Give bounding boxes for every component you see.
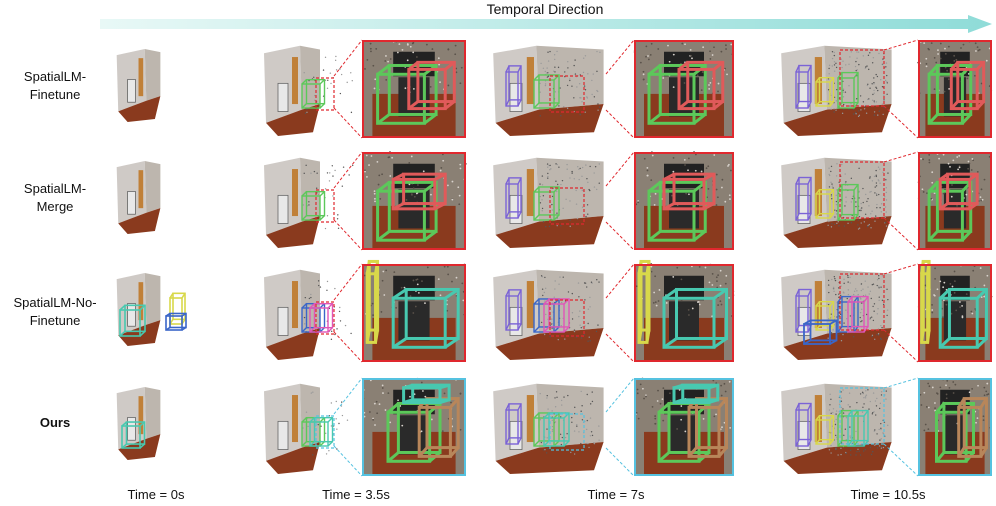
- zoom-connector-row1-t3: [883, 151, 919, 251]
- temporal-arrow: [100, 15, 992, 33]
- zoom-connector-row0-t3: [883, 39, 919, 139]
- scene-row3-t3: [781, 383, 892, 474]
- zoom-row1-t3: [917, 152, 992, 250]
- row-label-spatiallm-merge: SpatialLM- Merge: [0, 180, 110, 216]
- zoom-row1-t1: [362, 151, 467, 250]
- scene-row3-t1: [264, 383, 349, 474]
- time-label-0: Time = 0s: [127, 487, 185, 502]
- scene-row1-t0: [116, 161, 161, 234]
- zoom-row2-t3: [917, 259, 993, 362]
- scene-row2-t0: [116, 273, 187, 346]
- zoom-row0-t3: [917, 40, 993, 138]
- row-label-line2: Finetune: [29, 313, 81, 328]
- row-label-line1: Ours: [39, 415, 71, 430]
- zoom-row2-t2: [633, 259, 735, 362]
- zoom-connector-row3-t2: [605, 377, 635, 477]
- time-label-1: Time = 3.5s: [322, 487, 390, 502]
- zoom-connector-row1-t1: [333, 151, 363, 251]
- zoom-connector-row0-t1: [333, 39, 363, 139]
- scene-row2-t2: [493, 269, 604, 360]
- zoom-connector-row3-t1: [333, 377, 363, 477]
- scene-row3-t2: [493, 383, 604, 474]
- zoom-row3-t1: [362, 377, 466, 476]
- zoom-connector-row3-t3: [883, 377, 919, 477]
- zoom-row3-t3: [918, 378, 992, 476]
- scene-row1-t1: [264, 157, 354, 248]
- time-label-2: Time = 7s: [587, 487, 645, 502]
- zoom-connector-row2-t1: [333, 263, 363, 363]
- scene-row0-t1: [264, 45, 353, 136]
- row-label-ours: Ours: [0, 414, 110, 432]
- zoom-row1-t2: [634, 151, 734, 250]
- scene-row0-t3: [781, 45, 892, 136]
- zoom-connector-row2-t2: [605, 263, 635, 363]
- temporal-direction-title: Temporal Direction: [486, 1, 604, 17]
- scene-row0-t2: [493, 45, 604, 136]
- row-label-line2: Merge: [36, 199, 74, 214]
- zoom-row0-t2: [633, 40, 734, 138]
- scene-row2-t1: [264, 269, 352, 360]
- row-label-line1: SpatialLM-: [23, 69, 87, 84]
- zoom-row2-t1: [362, 259, 466, 362]
- scene-row2-t3: [781, 269, 892, 360]
- scene-row1-t3: [781, 157, 892, 248]
- zoom-row3-t2: [634, 377, 734, 476]
- row-label-spatiallm-finetune: SpatialLM- Finetune: [0, 68, 110, 104]
- time-label-3: Time = 10.5s: [850, 487, 926, 502]
- zoom-row0-t1: [361, 40, 466, 138]
- row-label-line2: Finetune: [29, 87, 81, 102]
- scene-row0-t0: [116, 49, 161, 122]
- row-label-line1: SpatialLM-: [23, 181, 87, 196]
- scene-row1-t2: [493, 157, 604, 248]
- zoom-connector-row1-t2: [605, 151, 635, 251]
- row-label-line1: SpatialLM-No-: [13, 295, 97, 310]
- zoom-connector-row0-t2: [605, 39, 635, 139]
- row-label-spatiallm-no-finetune: SpatialLM-No- Finetune: [0, 294, 110, 330]
- zoom-connector-row2-t3: [883, 263, 919, 363]
- scene-row3-t0: [116, 387, 161, 460]
